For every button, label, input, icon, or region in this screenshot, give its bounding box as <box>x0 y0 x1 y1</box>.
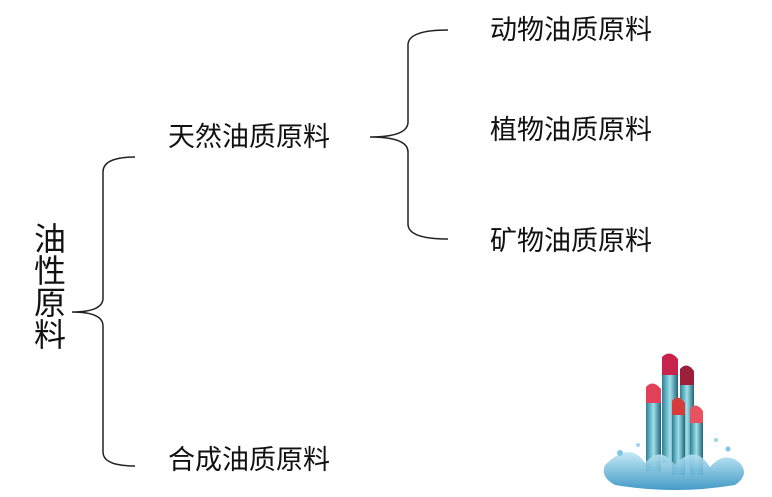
lipstick-illustration <box>600 345 750 493</box>
node-plant-oil: 植物油质原料 <box>490 115 652 147</box>
root-brace <box>72 157 135 466</box>
node-natural-oil: 天然油质原料 <box>168 122 330 154</box>
root-label: 油性原料 <box>22 222 66 350</box>
node-synthetic-oil: 合成油质原料 <box>168 445 330 477</box>
node-animal-oil: 动物油质原料 <box>490 15 652 47</box>
node-mineral-oil: 矿物油质原料 <box>490 226 652 258</box>
natural-brace <box>370 30 448 239</box>
